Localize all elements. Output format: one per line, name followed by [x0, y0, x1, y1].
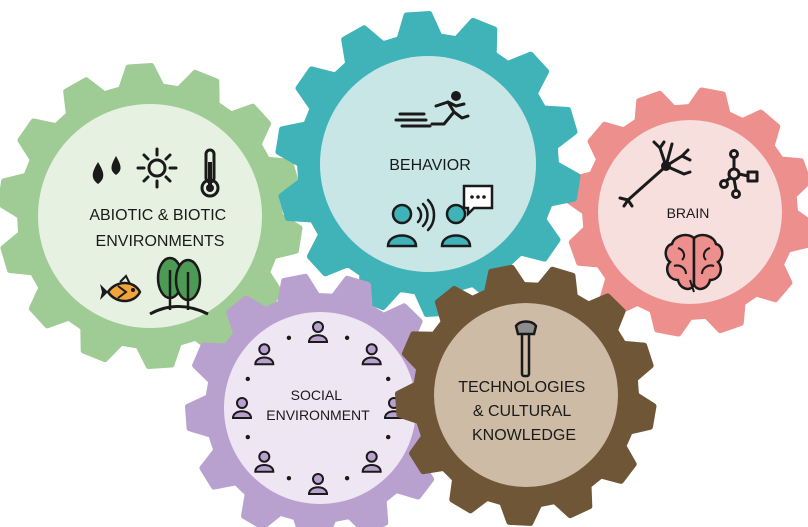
person-icon: [361, 343, 382, 366]
neuron-icon: [618, 140, 692, 208]
gear-technologies: TECHNOLOGIES & CULTURAL KNOWLEDGE: [395, 264, 657, 526]
gear-behavior-label: BEHAVIOR: [389, 157, 471, 174]
thermometer-icon: [200, 148, 220, 198]
gear-behavior-face: [320, 56, 536, 272]
person-icon: [307, 321, 329, 343]
gear-technologies-label: TECHNOLOGIES & CULTURAL KNOWLEDGE: [458, 379, 590, 444]
trees-icon: [149, 256, 209, 316]
ring-dot: [344, 476, 350, 481]
ring-dot: [286, 476, 292, 481]
gear-social-label: SOCIAL ENVIRONMENT: [266, 387, 370, 423]
gear-abiotic-label: ABIOTIC & BIOTIC ENVIRONMENTS: [89, 207, 230, 250]
gear-brain: BRAIN: [565, 87, 808, 337]
brain-icon: [664, 233, 724, 293]
ring-dot: [286, 335, 292, 340]
speaking-person-icon: [386, 198, 436, 248]
gear-technologies-face: [434, 303, 618, 487]
ring-dot: [386, 434, 391, 440]
person-icon: [254, 343, 275, 366]
ring-dot: [344, 335, 350, 340]
person-icon: [254, 450, 275, 473]
running-person-icon: [394, 91, 470, 128]
gear-brain-face: [598, 120, 782, 304]
ring-dot: [386, 376, 391, 382]
stone-tool-icon: [514, 320, 538, 378]
person-icon: [231, 397, 253, 419]
person-icon: [361, 450, 382, 473]
gear-behavior: BEHAVIOR: [275, 11, 581, 317]
gear-abiotic: ABIOTIC & BIOTIC ENVIRONMENTS: [0, 63, 303, 369]
person-icon: [307, 473, 329, 495]
gear-social: SOCIAL ENVIRONMENT: [185, 273, 455, 527]
social-people-ring: [231, 321, 405, 495]
chat-person-icon: [440, 184, 494, 248]
ring-dot: [245, 434, 250, 440]
gear-brain-label: BRAIN: [667, 205, 710, 221]
fish-icon: [100, 274, 142, 303]
ring-dot: [245, 376, 250, 382]
sun-icon: [136, 147, 178, 189]
network-icon: [719, 149, 759, 199]
water-drops-icon: [92, 156, 121, 184]
